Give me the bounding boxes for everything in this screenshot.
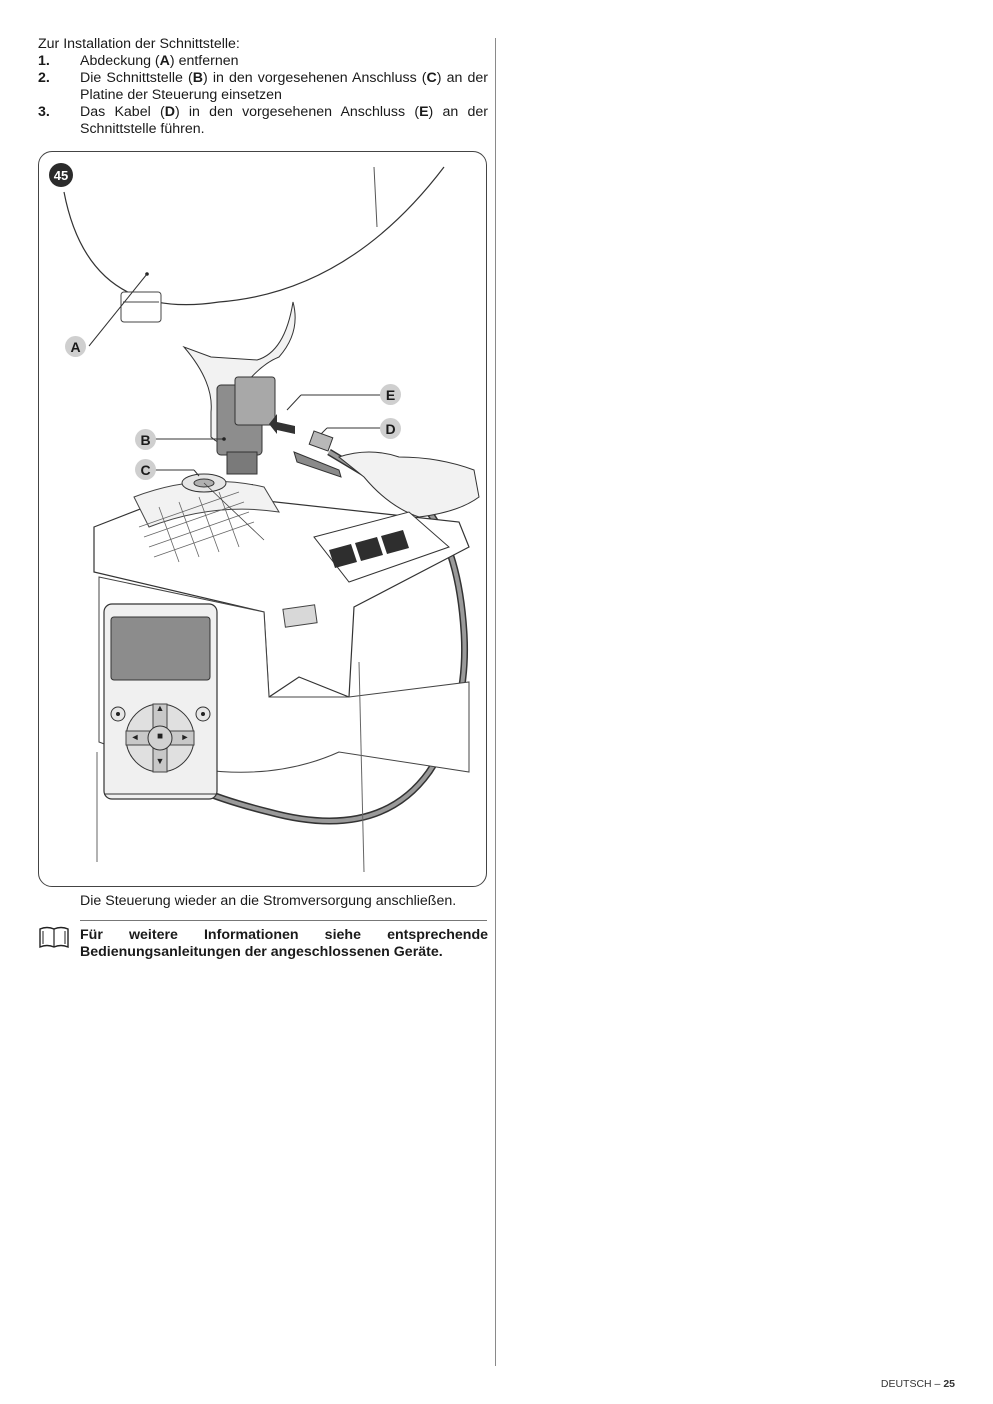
- step-text: Abdeckung (A) entfernen: [80, 53, 239, 69]
- cover-latch: [120, 291, 162, 323]
- interface-top: [234, 376, 276, 426]
- right-hand: [337, 451, 480, 518]
- remote-key-right: ►: [180, 732, 190, 742]
- note-text: Für weitere Informationen siehe entsprec…: [80, 927, 488, 960]
- figure-number: 45: [49, 163, 73, 187]
- connector-d: [293, 451, 342, 478]
- remote-key-center: ■: [156, 731, 164, 742]
- installation-illustration: [63, 166, 480, 873]
- callout-a: A: [65, 336, 86, 357]
- step-number: 2.: [38, 70, 50, 86]
- step-3: 3. Das Kabel (D) in den vorgesehenen Ans…: [38, 104, 488, 138]
- callout-b: B: [135, 429, 156, 450]
- figure-45: 45 A B C D E ▲ ▼ ◄ ► ■: [38, 151, 487, 887]
- cable-plug: [308, 430, 334, 452]
- board-cover: [133, 480, 280, 528]
- step-number: 1.: [38, 53, 50, 69]
- socket-guide: [203, 482, 265, 541]
- remote-key-left: ◄: [130, 732, 140, 742]
- callout-d: D: [380, 418, 401, 439]
- vent-grid: [138, 491, 255, 563]
- book-icon: [39, 926, 69, 949]
- page-number: 25: [943, 1378, 955, 1390]
- step-text: Die Schnittstelle (B) in den vorgesehene…: [80, 70, 488, 103]
- direction-arrow-e: [269, 414, 295, 434]
- footer-separator: –: [931, 1378, 944, 1390]
- note-divider: [80, 920, 487, 921]
- callout-e: E: [380, 384, 401, 405]
- column-divider: [495, 38, 496, 1366]
- housing-edge-right: [358, 661, 365, 873]
- intro-text: Zur Installation der Schnittstelle:: [38, 36, 240, 52]
- instructions: Zur Installation der Schnittstelle: 1. A…: [38, 36, 488, 138]
- step-number: 3.: [38, 104, 50, 120]
- leader-a: [88, 273, 148, 347]
- remote-key-down: ▼: [155, 756, 165, 766]
- remote-key-up: ▲: [155, 703, 165, 713]
- programmer-display: [110, 616, 211, 681]
- interface-pins: [226, 451, 258, 475]
- cover-edge: [373, 166, 378, 228]
- terminal-buttons: [329, 530, 409, 568]
- callout-c: C: [135, 459, 156, 480]
- footer-language: DEUTSCH: [880, 1378, 932, 1390]
- board-button: [282, 604, 318, 628]
- step-1: 1. Abdeckung (A) entfernen: [38, 53, 488, 70]
- step-2: 2. Die Schnittstelle (B) in den vorgeseh…: [38, 70, 488, 104]
- step-text: Das Kabel (D) in den vorgesehenen Anschl…: [80, 104, 488, 137]
- left-hand: [182, 301, 296, 445]
- page-footer: DEUTSCH – 25: [881, 1378, 955, 1390]
- cover-outline: [63, 166, 445, 306]
- reconnect-power-text: Die Steuerung wieder an die Stromversorg…: [80, 893, 457, 909]
- step-list: 1. Abdeckung (A) entfernen 2. Die Schnit…: [38, 53, 488, 138]
